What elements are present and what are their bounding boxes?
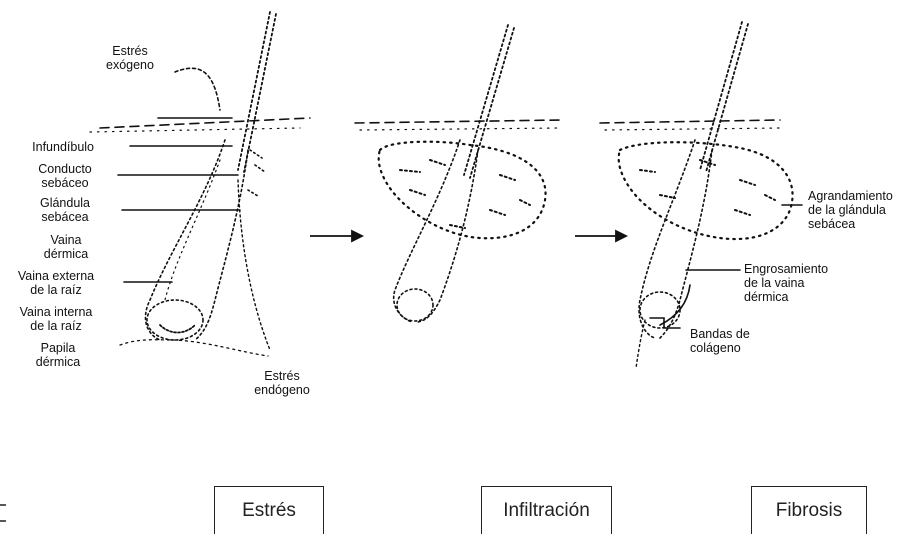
label-sebaceous-duct: Conducto sebáceo [30, 162, 100, 190]
label-inner-root-sheath: Vaina interna de la raíz [6, 305, 106, 333]
edge-ticks [0, 505, 6, 521]
label-outer-root-sheath: Vaina externa de la raíz [6, 269, 106, 297]
label-sheath-thickening: Engrosamiento de la vaina dérmica [744, 262, 828, 304]
arrow-head-2 [616, 231, 626, 241]
follicle-infiltration-panel [355, 25, 560, 322]
stage-box-fibrosis: Fibrosis [751, 486, 867, 534]
label-exogenous-stress: Estrés exógeno [106, 44, 154, 72]
stage-box-infiltration: Infiltración [481, 486, 612, 534]
label-dermal-papilla: Papila dérmica [22, 341, 94, 369]
label-gland-enlargement: Agrandamiento de la glándula sebácea [808, 189, 893, 231]
follicle-fibrosis-panel [600, 22, 793, 368]
label-sebaceous-gland: Glándula sebácea [30, 196, 100, 224]
stage-box-stress: Estrés [214, 486, 324, 534]
stage-arrows [310, 231, 626, 241]
label-endogenous-stress: Estrés endógeno [246, 369, 318, 397]
label-infundibulum: Infundíbulo [0, 140, 94, 154]
arrow-head-1 [352, 231, 362, 241]
label-collagen-bands: Bandas de colágeno [690, 327, 750, 355]
label-dermal-sheath: Vaina dérmica [32, 233, 100, 261]
